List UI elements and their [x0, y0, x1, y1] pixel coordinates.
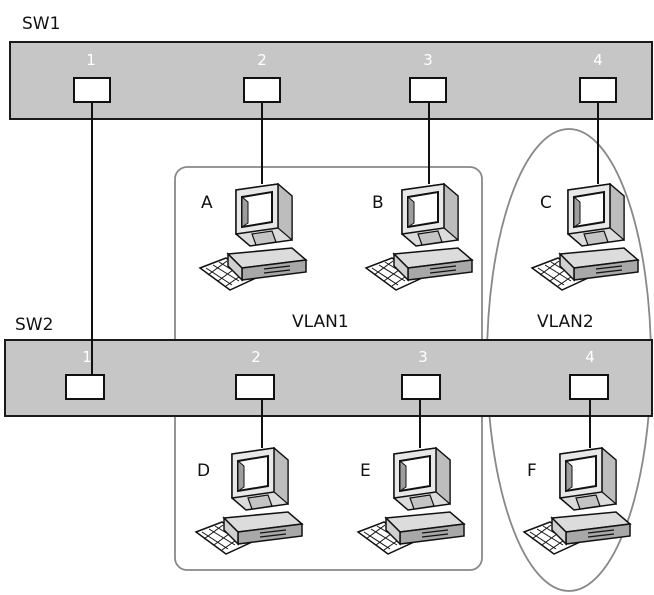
- sw1-port-2: 2: [243, 51, 281, 103]
- computer-c: C: [531, 183, 639, 291]
- sw1-port-1: 1: [73, 51, 111, 103]
- sw2-label: SW2: [15, 315, 53, 335]
- computer-icon: [357, 447, 465, 555]
- computer-c-label: C: [540, 193, 552, 213]
- computer-icon: [523, 447, 631, 555]
- computer-a-label: A: [201, 193, 213, 213]
- sw1-label: SW1: [22, 14, 60, 34]
- computer-e-label: E: [360, 461, 371, 481]
- computer-a: A: [199, 183, 307, 291]
- computer-d-label: D: [197, 461, 210, 481]
- svg-text:2: 2: [251, 348, 261, 366]
- computer-f-label: F: [527, 461, 537, 481]
- svg-text:4: 4: [585, 348, 595, 366]
- computer-d: D: [195, 447, 303, 555]
- svg-text:3: 3: [418, 348, 428, 366]
- vlan2-label: VLAN2: [537, 312, 594, 332]
- svg-text:1: 1: [86, 51, 96, 69]
- computer-b-label: B: [372, 193, 384, 213]
- vlan1-label: VLAN1: [292, 312, 349, 332]
- sw2-port-4: 4: [569, 348, 609, 400]
- sw2-port-2: 2: [235, 348, 275, 400]
- sw2-port-1: 1: [65, 348, 105, 400]
- computer-e: E: [357, 447, 465, 555]
- svg-text:1: 1: [82, 348, 92, 366]
- computer-b: B: [365, 183, 473, 291]
- sw1-port-3: 3: [409, 51, 447, 103]
- sw1-port-4: 4: [579, 51, 617, 103]
- computer-icon: [199, 183, 307, 291]
- svg-text:3: 3: [423, 51, 433, 69]
- svg-text:2: 2: [257, 51, 267, 69]
- svg-text:4: 4: [593, 51, 603, 69]
- computer-f: F: [523, 447, 631, 555]
- sw1-switch: [9, 41, 653, 120]
- computer-icon: [195, 447, 303, 555]
- sw2-switch: [4, 339, 653, 417]
- sw2-port-3: 3: [401, 348, 441, 400]
